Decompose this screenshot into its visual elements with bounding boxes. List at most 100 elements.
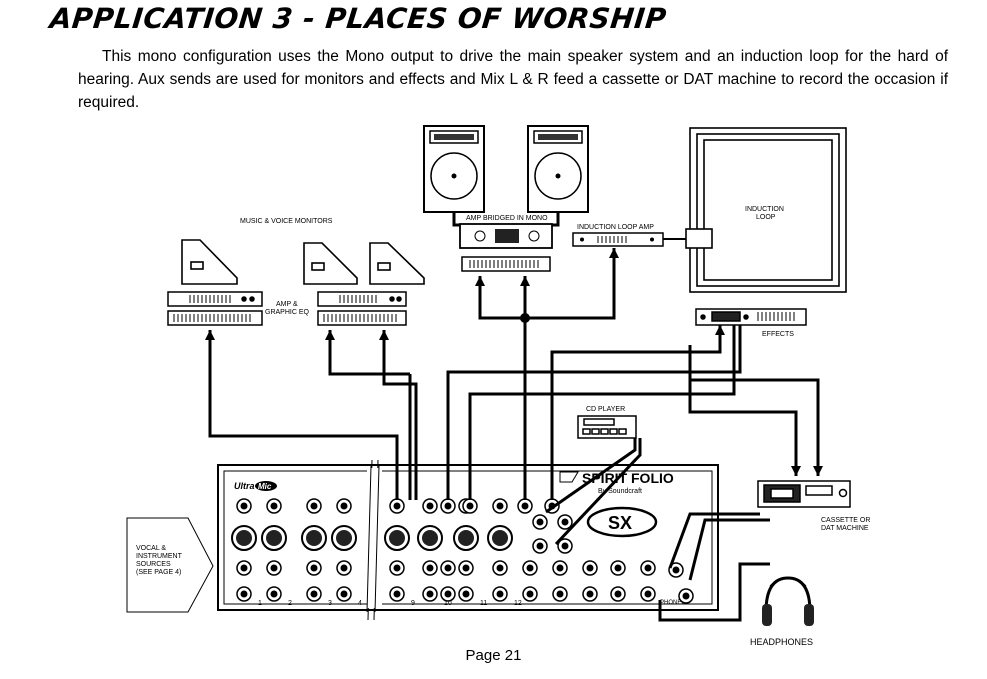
jack-core <box>526 564 534 572</box>
cd-cable-1 <box>545 438 637 514</box>
jack-core <box>270 564 278 572</box>
jack-core <box>310 564 318 572</box>
jack-core <box>240 590 248 598</box>
jack-core <box>462 590 470 598</box>
jack-core <box>644 564 652 572</box>
induction-loop-label: INDUCTION <box>745 206 784 213</box>
monitor-wedge-2 <box>303 242 358 285</box>
induction-amp-label: INDUCTION LOOP AMP <box>577 224 654 231</box>
jack-core <box>561 518 569 526</box>
jack-core <box>393 564 401 572</box>
effects-return-cable <box>550 325 722 500</box>
jack-core <box>526 590 534 598</box>
sx-logo: SX <box>608 513 632 533</box>
jack-core <box>426 502 434 510</box>
cables <box>208 248 820 622</box>
monitor-wedge-3 <box>369 242 425 285</box>
jack-core <box>586 564 594 572</box>
amp-eq-label-2: GRAPHIC EQ <box>265 309 310 316</box>
xlr-core <box>492 530 508 546</box>
jack-core <box>614 590 622 598</box>
monitor-amp-eq-left <box>167 291 263 326</box>
jack-core <box>496 502 504 510</box>
amp-eq-label: AMP & <box>276 301 298 308</box>
mix-to-cassette-cable-2 <box>688 345 798 476</box>
jack-core <box>270 590 278 598</box>
induction-loop <box>685 127 847 293</box>
brand-logo: SPIRIT FOLIO <box>582 470 674 486</box>
mixer-channel-strip: 1 <box>231 498 262 607</box>
headphones-label: HEADPHONES <box>750 637 813 647</box>
intro-paragraph: This mono configuration uses the Mono ou… <box>78 48 948 111</box>
page-number: Page 21 <box>465 647 522 664</box>
jack-core <box>444 502 452 510</box>
sources-label-4: (SEE PAGE 4) <box>136 569 181 576</box>
cassette-label-2: DAT MACHINE <box>821 525 869 532</box>
jack-core <box>521 502 529 510</box>
amp-bridged-label: AMP BRIDGED IN MONO <box>466 215 548 222</box>
main-speaker-right <box>527 125 589 213</box>
aux-cable-monitor-1 <box>208 330 399 500</box>
brand-sub: By Soundcraft <box>598 488 642 495</box>
jack-core <box>561 542 569 550</box>
sources-arrow <box>126 517 214 613</box>
channel-number: 10 <box>444 600 452 607</box>
jack-core <box>310 502 318 510</box>
jack-core <box>496 564 504 572</box>
jack-core <box>340 564 348 572</box>
effects-send-cable-2 <box>468 325 736 500</box>
jack-core <box>444 564 452 572</box>
jack-core <box>586 590 594 598</box>
jack-core <box>556 590 564 598</box>
jack-core <box>556 564 564 572</box>
channel-number: 9 <box>411 600 415 607</box>
jack-core <box>444 590 452 598</box>
jack-core <box>426 590 434 598</box>
headphones-cable <box>658 562 770 622</box>
mic-badge: Mic <box>258 482 272 491</box>
jack-core <box>672 566 680 574</box>
mono-output-cable <box>478 248 616 320</box>
channel-number: 1 <box>258 600 262 607</box>
cable-arrows <box>205 248 823 476</box>
jack-core <box>310 590 318 598</box>
channel-number: 2 <box>288 600 292 607</box>
monitor-wedge-1 <box>181 239 238 285</box>
jack-core <box>393 590 401 598</box>
jack-core <box>462 564 470 572</box>
aux-cable-monitor-2-a <box>328 330 410 376</box>
xlr-core <box>389 530 405 546</box>
mixer-channel-strip: 3 <box>301 498 332 607</box>
jack-core <box>614 564 622 572</box>
effects-unit <box>695 308 807 326</box>
jack-core <box>240 564 248 572</box>
ultramic-logo: Ultra <box>234 481 255 491</box>
jack-core <box>393 502 401 510</box>
xlr-core <box>306 530 322 546</box>
mixer-channel-strip: 9 <box>384 498 415 607</box>
jack-core <box>682 592 690 600</box>
channel-number: 4 <box>358 600 362 607</box>
jack-core <box>270 502 278 510</box>
aux-cable-monitor-3 <box>382 330 418 500</box>
cassette-label: CASSETTE OR <box>821 517 870 524</box>
mixer-channel-strip: 12 <box>487 498 522 607</box>
jack-core <box>536 518 544 526</box>
channel-number: 11 <box>480 600 487 607</box>
cd-player <box>577 415 637 439</box>
xlr-core <box>236 530 252 546</box>
jack-core <box>340 502 348 510</box>
sources-label-2: INSTRUMENT <box>136 553 183 560</box>
channel-number: 12 <box>514 600 522 607</box>
mixer-channel-strip: 10 <box>417 498 452 607</box>
sources-label-3: SOURCES <box>136 561 171 568</box>
effects-send-cable <box>446 325 742 500</box>
jack-core <box>240 502 248 510</box>
sources-label-1: VOCAL & <box>136 545 166 552</box>
jack-core <box>496 590 504 598</box>
cassette-return-cable <box>668 512 760 569</box>
main-speaker-left <box>423 125 485 213</box>
jack-core <box>426 564 434 572</box>
